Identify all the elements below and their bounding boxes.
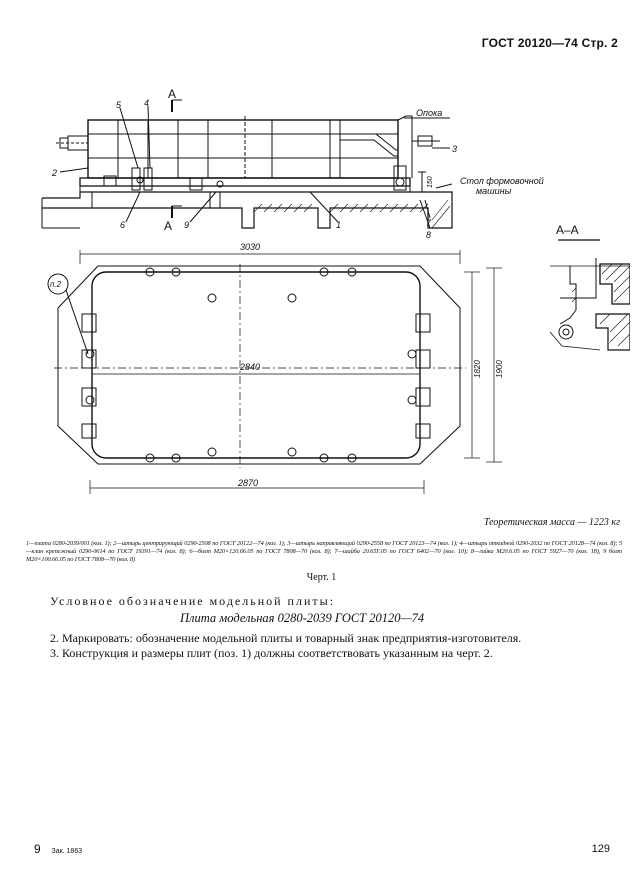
callout-9: 9: [184, 220, 189, 230]
technical-drawing: А А 2 3 4 5 6 1 7 8 9 Опока Стол формово…: [40, 88, 630, 504]
plan-view: [47, 250, 502, 494]
callout-2: 2: [51, 168, 57, 178]
elevation-view: [41, 99, 453, 229]
callout-opoka: Опока: [416, 108, 442, 118]
section-a-a: [549, 239, 630, 351]
callout-5: 5: [116, 100, 122, 110]
dim-2840: 2840: [239, 362, 260, 372]
callout-4: 4: [144, 98, 149, 108]
callout-3: 3: [452, 144, 457, 154]
document-header: ГОСТ 20120—74 Стр. 2: [481, 36, 618, 50]
clause-3: 3. Конструкция и размеры плит (поз. 1) д…: [50, 646, 493, 660]
sheet-number: 9: [34, 842, 41, 856]
callout-7: 7: [426, 218, 432, 228]
callout-8: 8: [426, 230, 431, 240]
ref-p2: п.2: [50, 280, 62, 289]
dim-1900: 1900: [495, 360, 504, 378]
designation-value: Плита модельная 0280-2039 ГОСТ 20120—74: [180, 611, 425, 625]
dim-3030: 3030: [240, 242, 260, 252]
dim-150: 150: [427, 176, 434, 188]
section-title: А–А: [556, 223, 579, 237]
footer-left: 9 Зак. 1863: [34, 842, 82, 856]
designation-label: Условное обозначение модельной плиты:: [50, 594, 336, 608]
section-mark-top: А: [168, 88, 176, 101]
callout-1: 1: [336, 220, 341, 230]
dim-2870: 2870: [237, 478, 258, 488]
figure-caption: Черт. 1: [306, 572, 337, 583]
section-mark-bottom: А: [164, 219, 172, 233]
dim-1820: 1820: [473, 360, 482, 378]
page-number: 129: [591, 843, 610, 855]
clause-2: 2. Маркировать: обозначение модельной пл…: [50, 631, 522, 645]
parts-legend: 1—плита 0280-2039/001 (кол. 1); 2—штырь …: [26, 540, 622, 563]
order-number: Зак. 1863: [51, 848, 83, 855]
callout-6: 6: [120, 220, 125, 230]
theoretical-mass: Теоретическая масса — 1223 кг: [483, 517, 620, 528]
callout-table-line2: машины: [476, 186, 512, 196]
callout-table-line1: Стол формовочной: [460, 176, 544, 186]
drawing-svg: А А 2 3 4 5 6 1 7 8 9 Опока Стол формово…: [41, 88, 630, 494]
